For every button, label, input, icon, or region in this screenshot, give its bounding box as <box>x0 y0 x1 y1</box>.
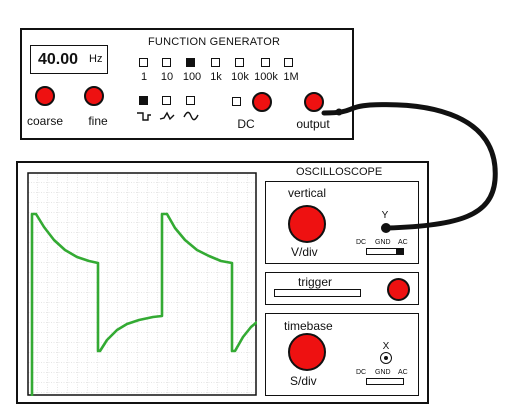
timebase-coupling-ac: AC <box>398 369 408 376</box>
square-wave-icon <box>137 112 151 121</box>
range-label: 1k <box>210 71 222 83</box>
function-generator-title: FUNCTION GENERATOR <box>148 36 281 48</box>
fine-label: fine <box>88 114 108 128</box>
range-10k-button[interactable] <box>235 58 244 67</box>
range-1m-button[interactable] <box>284 58 293 67</box>
range-label: 100 <box>182 71 202 83</box>
fine-knob[interactable] <box>84 86 104 106</box>
vertical-coupling-dc: DC <box>356 239 367 246</box>
dc-label: DC <box>237 117 255 131</box>
range-label: 10 <box>160 71 174 83</box>
output-label: output <box>296 117 330 131</box>
x-input-label: X <box>382 341 390 352</box>
coarse-knob[interactable] <box>35 86 55 106</box>
timebase-section <box>265 313 419 396</box>
timebase-knob-label: S/div <box>290 374 317 388</box>
vertical-knob-label: V/div <box>291 245 318 259</box>
dc-offset-knob[interactable] <box>252 92 272 112</box>
range-100-button[interactable] <box>186 58 195 67</box>
trigger-title: trigger <box>298 275 333 289</box>
signal-trace <box>30 212 257 396</box>
trigger-knob[interactable] <box>387 278 410 301</box>
timebase-coupling-switch[interactable] <box>366 378 404 385</box>
vertical-coupling-gnd: GND <box>375 239 391 246</box>
oscilloscope-title: OSCILLOSCOPE <box>296 166 383 178</box>
frequency-display: 40.00 Hz <box>30 45 108 74</box>
range-label: 100k <box>254 71 278 83</box>
waveform-square-button[interactable] <box>139 96 148 105</box>
range-1-button[interactable] <box>139 58 148 67</box>
dc-offset-button[interactable] <box>232 97 241 106</box>
range-label: 1M <box>283 71 299 83</box>
output-knob[interactable] <box>304 92 324 112</box>
function-generator-panel <box>20 28 354 140</box>
y-input-jack[interactable] <box>381 223 391 233</box>
vertical-volts-per-div-knob[interactable] <box>288 205 326 243</box>
range-10-button[interactable] <box>162 58 171 67</box>
timebase-coupling-dc: DC <box>356 369 367 376</box>
vertical-coupling-ac: AC <box>398 239 408 246</box>
timebase-coupling-gnd: GND <box>375 369 391 376</box>
trigger-section <box>265 272 419 305</box>
grid <box>27 172 257 396</box>
x-input-jack-center <box>383 355 388 360</box>
frequency-unit: Hz <box>89 53 103 65</box>
coarse-label: coarse <box>26 114 64 128</box>
waveform-sine-button[interactable] <box>186 96 195 105</box>
range-label: 1 <box>140 71 148 83</box>
vertical-coupling-switch[interactable] <box>366 248 404 255</box>
waveform-triangle-button[interactable] <box>162 96 171 105</box>
vertical-coupling-slider[interactable] <box>396 248 403 255</box>
frequency-value: 40.00 <box>38 51 79 68</box>
trigger-level-slider[interactable] <box>274 289 361 297</box>
triangle-wave-icon <box>159 111 175 121</box>
sine-wave-icon <box>183 111 199 121</box>
timebase-title: timebase <box>284 319 333 333</box>
y-input-label: Y <box>381 210 389 221</box>
range-1k-button[interactable] <box>211 58 220 67</box>
range-label: 10k <box>231 71 249 83</box>
vertical-title: vertical <box>288 186 327 200</box>
timebase-seconds-per-div-knob[interactable] <box>288 333 326 371</box>
oscilloscope-screen <box>27 172 257 396</box>
x-input-jack[interactable] <box>380 352 392 364</box>
range-100k-button[interactable] <box>261 58 270 67</box>
